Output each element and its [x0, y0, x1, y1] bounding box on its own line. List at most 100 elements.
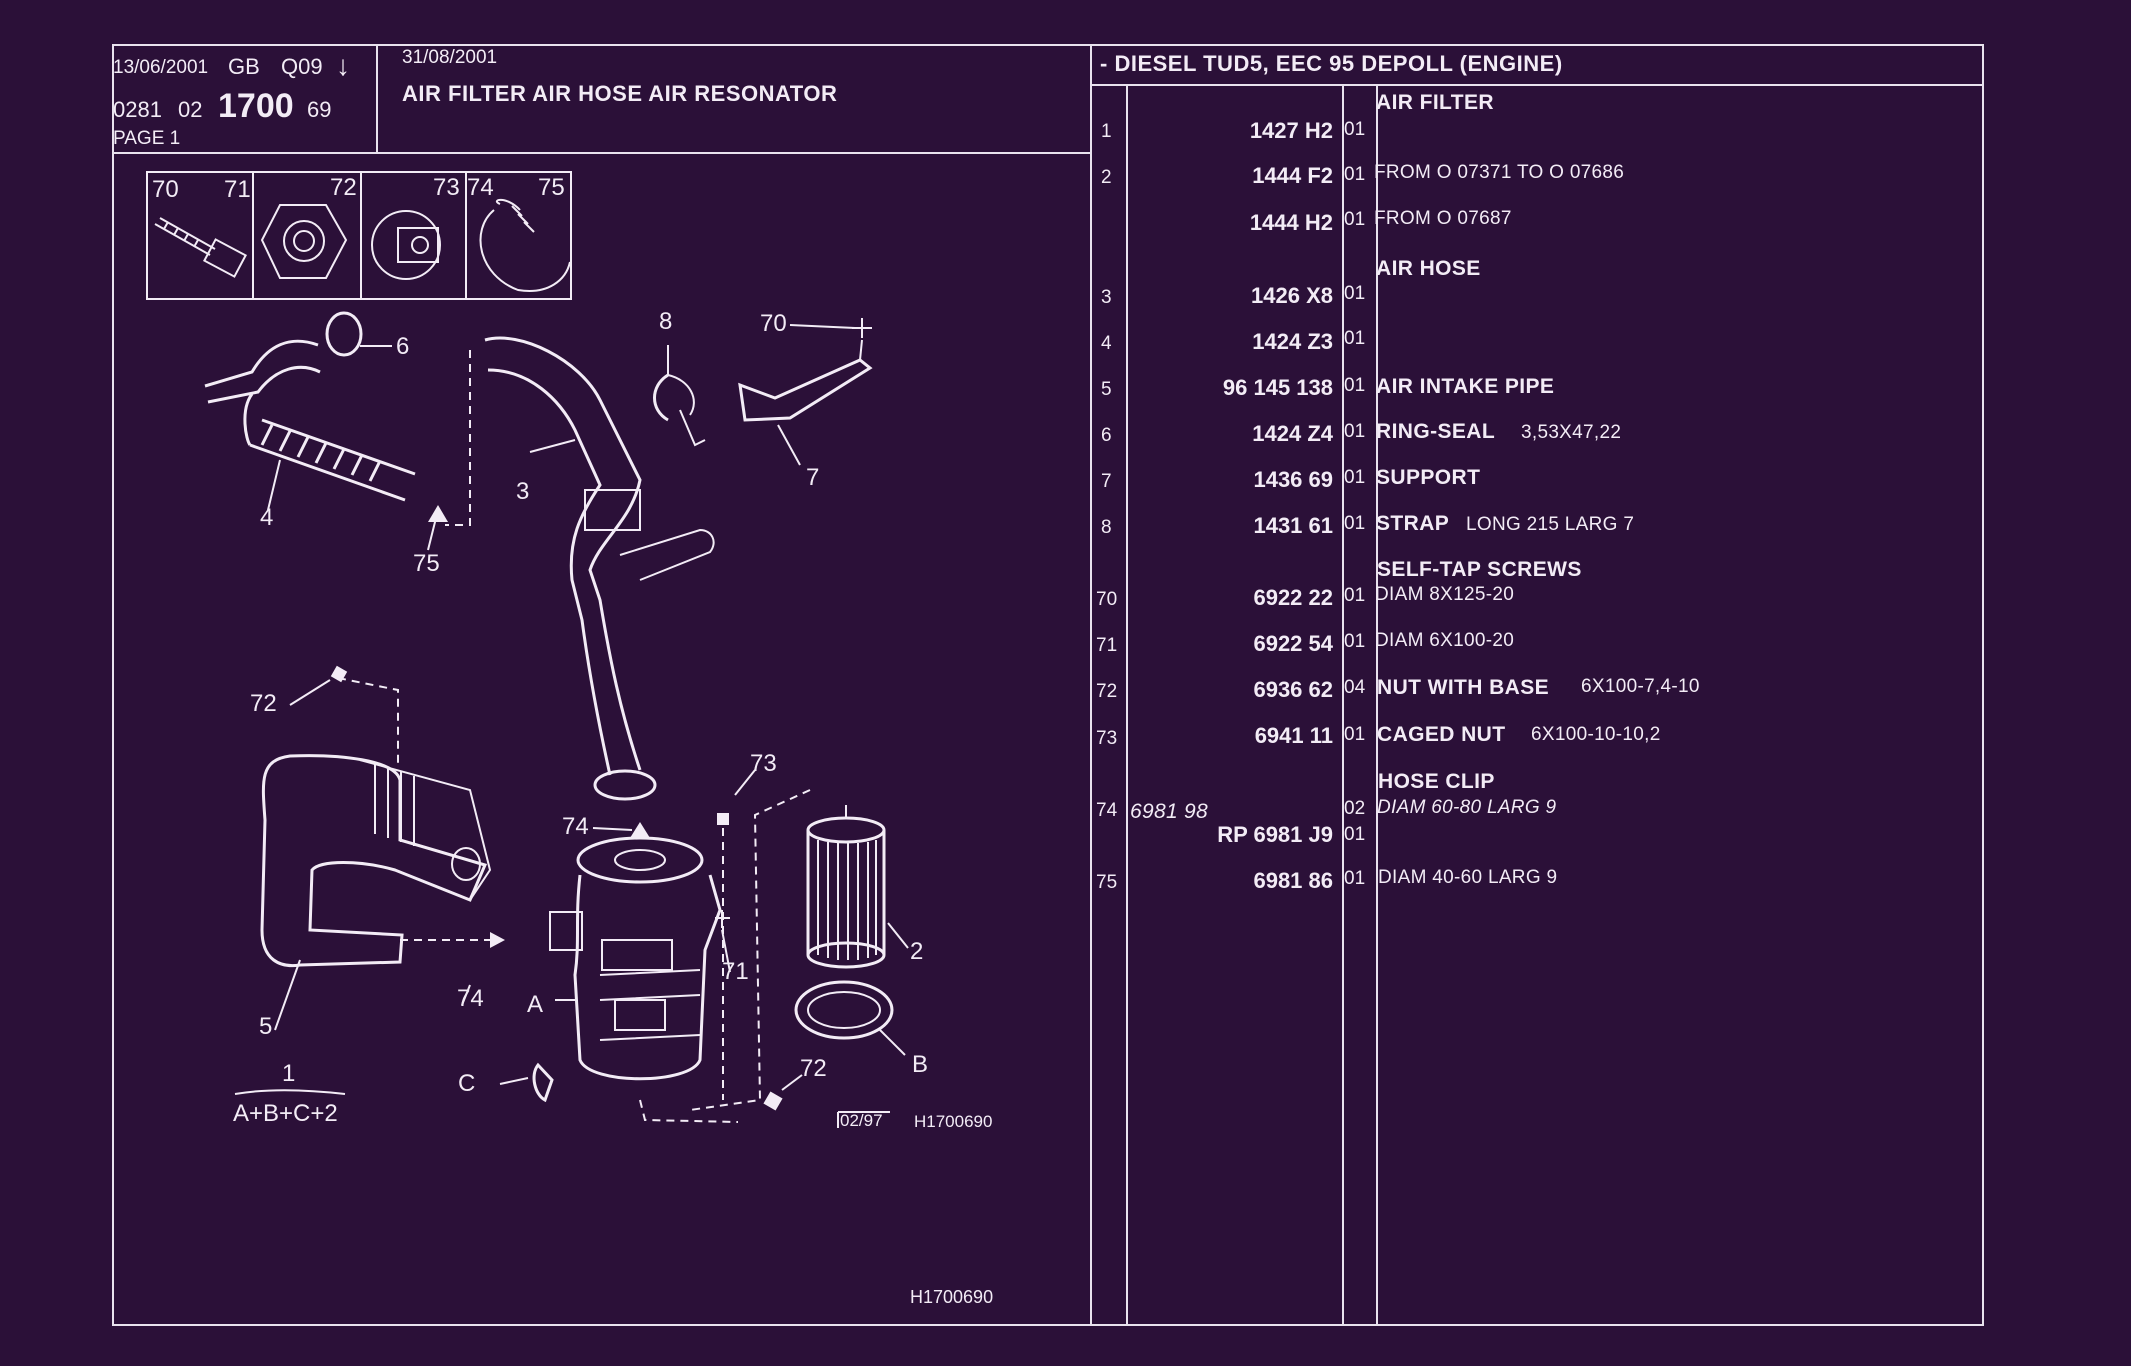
- hose-clip-icon: [479, 198, 571, 292]
- section-heading-air-hose: AIR HOSE: [1376, 257, 1481, 280]
- header-update-date: 31/08/2001: [402, 47, 498, 68]
- callout-4: 4: [260, 504, 274, 531]
- row-qty-8: 01: [1344, 421, 1366, 442]
- row-qty-13: 01: [1344, 631, 1366, 652]
- support-part: [738, 339, 873, 422]
- row-detail-14: 6X100-7,4-10: [1581, 676, 1700, 697]
- inset-label-72: 72: [330, 174, 357, 201]
- inset-label-70: 70: [152, 176, 179, 203]
- row-num-72: 72: [1096, 681, 1118, 702]
- row-ref-5: 1426 X8: [1251, 283, 1333, 308]
- callout-A: A: [527, 991, 544, 1018]
- header-ref-a: 0281: [113, 97, 162, 122]
- row-qty-12: 01: [1344, 585, 1366, 606]
- row-qty-5: 01: [1344, 283, 1366, 304]
- row-detail-12: DIAM 8X125-20: [1375, 584, 1515, 605]
- callout-5: 5: [259, 1013, 273, 1040]
- row-num-6: 6: [1101, 425, 1112, 446]
- air-intake-pipe-part: [260, 754, 492, 968]
- row-qty-3: 01: [1344, 209, 1366, 230]
- row-ref-7: 96 145 138: [1222, 375, 1333, 400]
- col-line-num: [1126, 84, 1128, 1326]
- row-ref-2: 1444 F2: [1252, 163, 1333, 188]
- inset-label-73: 73: [433, 174, 460, 201]
- row-desc-7: AIR INTAKE PIPE: [1376, 375, 1555, 398]
- caged-nut-icon: [371, 210, 441, 280]
- row-ref-14: 6936 62: [1253, 677, 1333, 702]
- row-desc-9: SUPPORT: [1376, 466, 1481, 489]
- screw-icon: [154, 217, 247, 278]
- row-detail-3: FROM O 07687: [1374, 208, 1512, 229]
- row-num-2: 2: [1101, 167, 1112, 188]
- row-qty-17: 02: [1344, 798, 1366, 819]
- row-qty-10: 01: [1344, 513, 1366, 534]
- page-title: AIR FILTER AIR HOSE AIR RESONATOR: [402, 81, 838, 106]
- callout-75: 75: [413, 550, 440, 577]
- row-num-4: 4: [1101, 333, 1112, 354]
- callout-1: 1: [282, 1060, 296, 1087]
- hardware-inset: [146, 171, 572, 300]
- air-filter-housing: [549, 836, 722, 1081]
- row-detail-2: FROM O 07371 TO O 07686: [1374, 162, 1625, 183]
- row-qty-18: 01: [1344, 824, 1366, 845]
- callout-72-upper: 72: [250, 690, 277, 717]
- row-ref-12: 6922 22: [1253, 585, 1333, 610]
- down-arrow-icon: ↓: [336, 50, 350, 81]
- row-ref-18: RP 6981 J9: [1217, 822, 1333, 847]
- callout-7: 7: [806, 464, 820, 491]
- section-heading-air-filter: AIR FILTER: [1376, 91, 1494, 114]
- row-detail-17: DIAM 60-80 LARG 9: [1377, 797, 1557, 818]
- header-divider-right: [1090, 84, 1984, 86]
- row-num-71: 71: [1096, 635, 1118, 656]
- ring-seal-part: [325, 311, 363, 357]
- row-desc-10: STRAP: [1376, 512, 1450, 535]
- row-qty-2: 01: [1344, 164, 1366, 185]
- row-num-74: 74: [1096, 800, 1118, 821]
- assembly-formula: A+B+C+2: [233, 1100, 338, 1127]
- row-qty-14: 04: [1344, 677, 1366, 698]
- stamp-date: 02/97: [840, 1111, 883, 1130]
- row-detail-19: DIAM 40-60 LARG 9: [1378, 867, 1558, 888]
- row-detail-8: 3,53X47,22: [1521, 422, 1622, 443]
- row-detail-13: DIAM 6X100-20: [1375, 630, 1515, 651]
- row-num-8: 8: [1101, 517, 1112, 538]
- row-desc-14: NUT WITH BASE: [1377, 676, 1550, 699]
- header-left-date: 13/06/2001: [113, 57, 209, 78]
- row-qty-19: 01: [1344, 868, 1366, 889]
- inset-label-75: 75: [538, 174, 565, 201]
- callout-74-lower: 74: [457, 985, 484, 1012]
- seal-b-part: [794, 980, 894, 1040]
- header-code: Q09: [281, 54, 323, 79]
- row-ref-6: 1424 Z3: [1252, 329, 1333, 354]
- row-ref-3: 1444 H2: [1249, 210, 1333, 235]
- callout-71: 71: [722, 958, 749, 985]
- callout-6: 6: [396, 333, 410, 360]
- air-hose-part-4: [204, 339, 416, 502]
- row-num-5: 5: [1101, 379, 1112, 400]
- row-ref-13: 6922 54: [1253, 631, 1333, 656]
- row-num-70: 70: [1096, 589, 1118, 610]
- row-ref-15: 6941 11: [1254, 723, 1333, 748]
- air-hose-part-3: [484, 336, 715, 801]
- engine-heading: - DIESEL TUD5, EEC 95 DEPOLL (ENGINE): [1100, 51, 1563, 76]
- row-num-3: 3: [1101, 287, 1112, 308]
- header-page: PAGE 1: [113, 128, 181, 149]
- row-ref-10: 1431 61: [1253, 513, 1333, 538]
- row-qty-7: 01: [1344, 375, 1366, 396]
- row-ref-1: 1427 H2: [1249, 118, 1333, 143]
- clip-c-part: [532, 1062, 554, 1103]
- inset-label-71: 71: [224, 176, 251, 203]
- row-detail-10: LONG 215 LARG 7: [1466, 514, 1635, 535]
- row-ref-8: 1424 Z4: [1252, 421, 1333, 446]
- exploded-parts-diagram: [146, 171, 909, 1128]
- figure-code: H1700690: [914, 1112, 993, 1131]
- row-qty-1: 01: [1344, 119, 1366, 140]
- header-ref-main: 1700: [218, 87, 294, 125]
- inset-label-74: 74: [467, 174, 494, 201]
- row-num-75: 75: [1096, 872, 1118, 893]
- row-desc-15: CAGED NUT: [1377, 723, 1506, 746]
- callout-2: 2: [910, 938, 924, 965]
- row-num-7: 7: [1101, 471, 1112, 492]
- row-qty-9: 01: [1344, 467, 1366, 488]
- nut-icon: [260, 204, 348, 279]
